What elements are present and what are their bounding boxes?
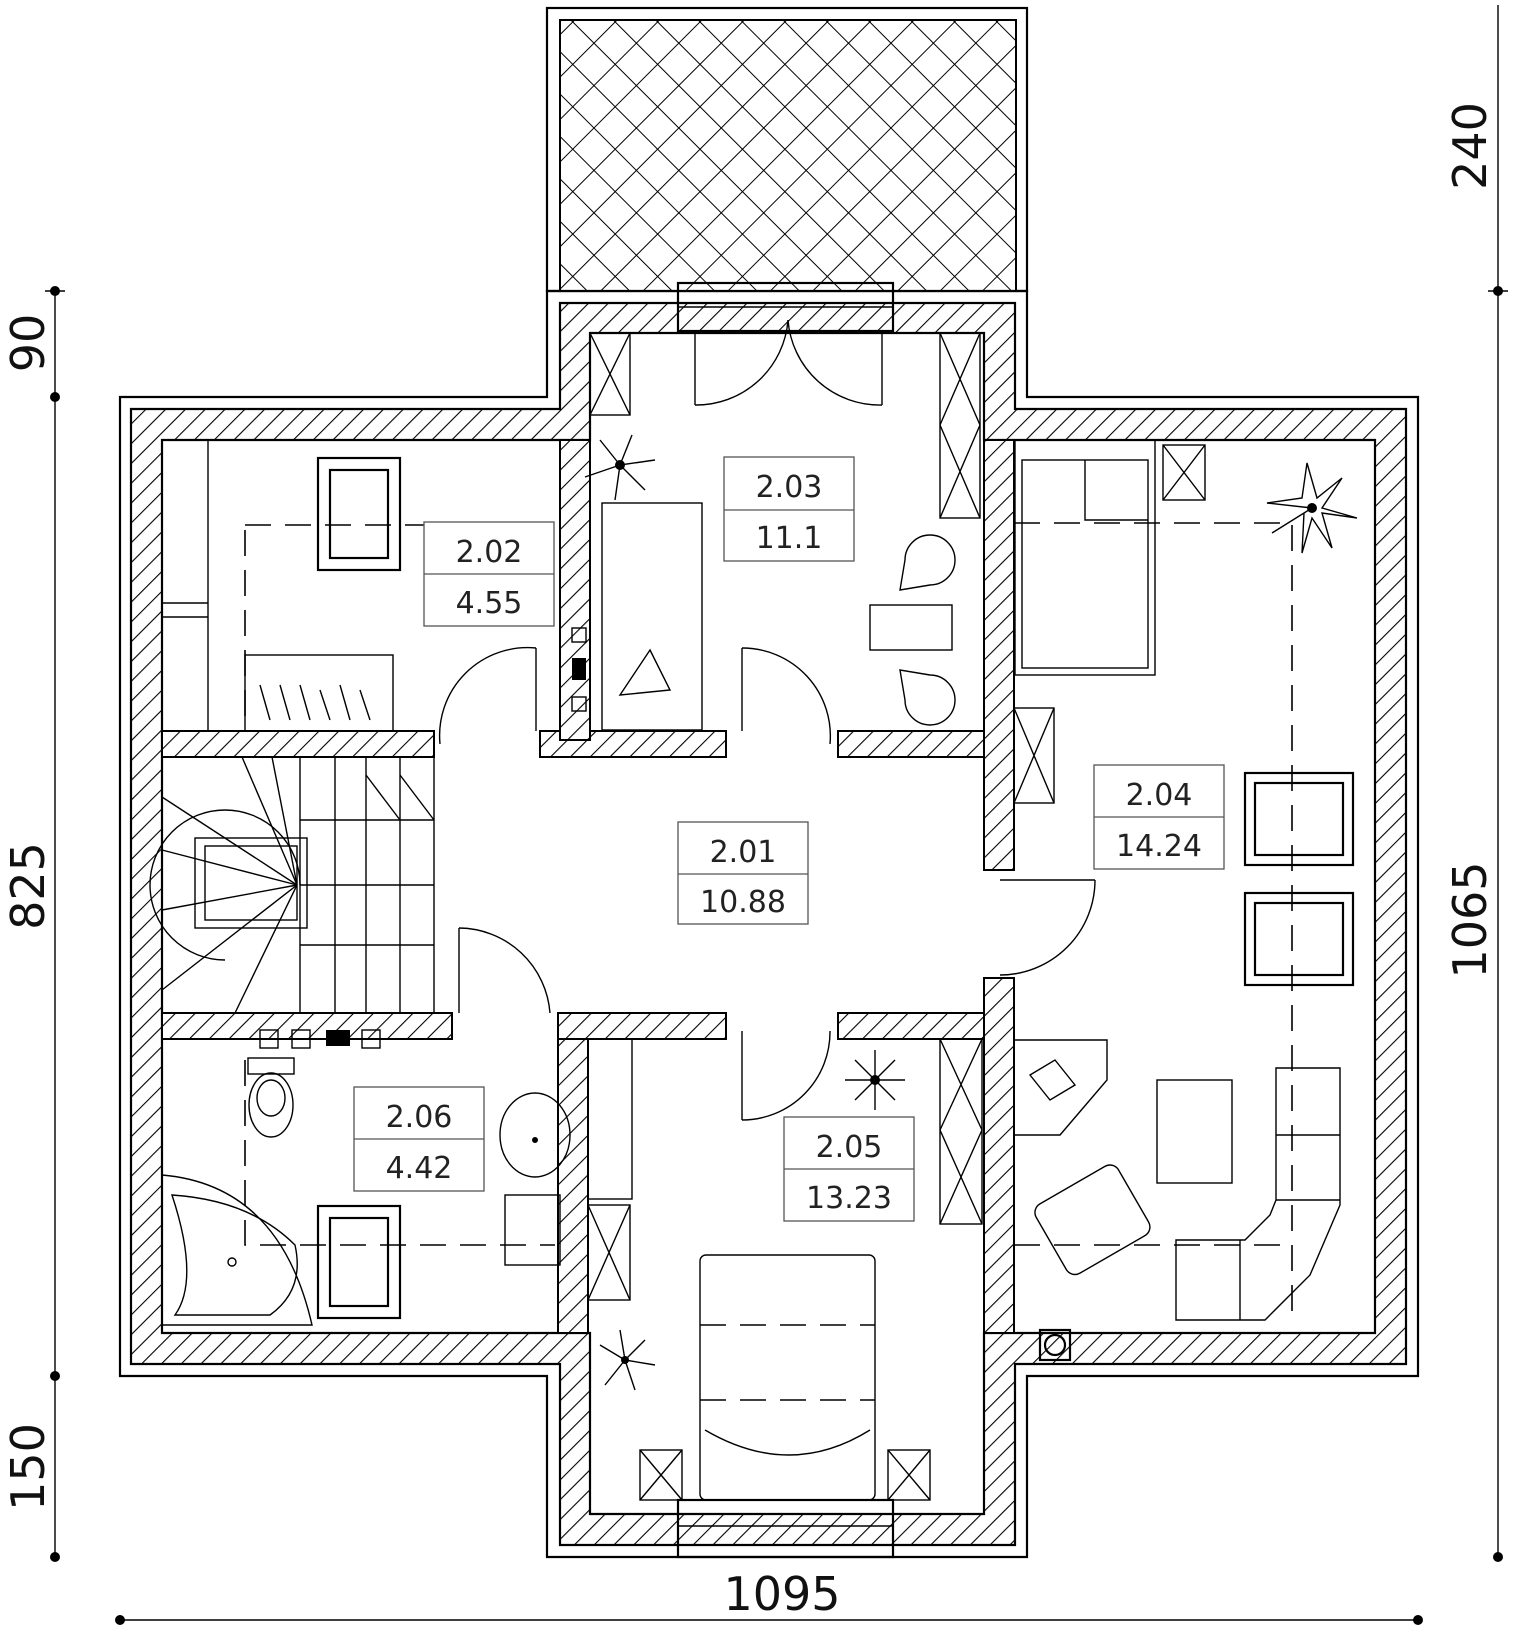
room-label-204: 2.04 14.24 (1093, 764, 1225, 870)
doors (438, 319, 1096, 1121)
room-number-201: 2.01 (710, 835, 777, 870)
dim-left-top: 90 (1, 314, 55, 373)
dim-bottom-width: 1095 (723, 1567, 840, 1621)
room-205-furniture (587, 1038, 983, 1501)
room-area-202: 4.55 (456, 586, 523, 621)
room-label-205: 2.05 13.23 (783, 1116, 915, 1222)
interior-walls (161, 439, 1015, 1334)
dim-right-top: 240 (1443, 102, 1497, 190)
dim-right-middle: 1065 (1443, 861, 1497, 978)
room-label-206: 2.06 4.42 (353, 1086, 485, 1192)
staircase (149, 756, 435, 1014)
room-203-furniture (571, 332, 981, 731)
skylights (316, 456, 1355, 1320)
room-number-203: 2.03 (756, 470, 823, 505)
room-204-furniture (1013, 439, 1358, 1321)
room-number-202: 2.02 (456, 535, 523, 570)
room-label-203: 2.03 11.1 (723, 456, 855, 562)
dim-left-bottom: 150 (1, 1423, 55, 1511)
room-area-201: 10.88 (700, 885, 786, 920)
room-label-201: 2.01 10.88 (677, 821, 809, 925)
dim-left-middle: 825 (1, 842, 55, 930)
room-area-206: 4.42 (386, 1151, 453, 1186)
room-202-furniture (162, 440, 394, 732)
room-number-204: 2.04 (1126, 778, 1193, 813)
dimension-lines (45, 5, 1508, 1625)
balcony (545, 6, 1029, 293)
room-206-fixtures (161, 1029, 571, 1326)
room-label-202: 2.02 4.55 (423, 521, 555, 627)
room-area-203: 11.1 (756, 521, 823, 556)
room-area-204: 14.24 (1116, 829, 1202, 864)
room-area-205: 13.23 (806, 1181, 892, 1216)
room-number-205: 2.05 (816, 1130, 883, 1165)
room-number-206: 2.06 (386, 1100, 453, 1135)
